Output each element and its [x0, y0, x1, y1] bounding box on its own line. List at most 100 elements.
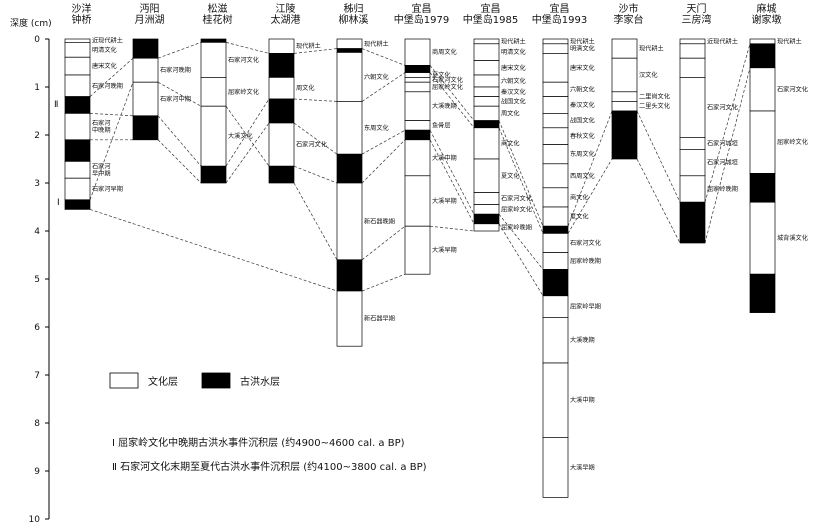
culture-layer	[132, 57, 159, 83]
axis-tick-label: 1	[34, 83, 40, 93]
culture-layer	[542, 53, 569, 83]
layer-label: 石家河城垣	[707, 139, 738, 147]
flood-layer	[611, 110, 638, 160]
culture-layer	[473, 38, 500, 45]
layer-label: 石家河早期	[92, 185, 123, 193]
site-name: 宜昌	[550, 2, 570, 15]
flood-layer	[749, 43, 776, 69]
correlation-line	[89, 82, 134, 200]
layer-label: 中晚期	[92, 126, 111, 134]
note-I: Ⅰ 屈家岭文化中晚期古洪水事件沉积层 (约4900~4600 cal. a BP…	[112, 436, 405, 449]
correlation-line	[89, 209, 338, 292]
correlation-line	[429, 139, 475, 224]
layer-label: 屈家岭晚期	[570, 257, 601, 265]
culture-layer	[679, 175, 706, 203]
correlation-line	[429, 72, 475, 129]
legend-flood-label: 古洪水层	[240, 375, 280, 388]
site-name: 宜昌	[481, 2, 501, 15]
layer-label: 近现代耕土	[92, 37, 123, 45]
flood-layer	[679, 201, 706, 244]
culture-layer	[473, 105, 500, 121]
culture-layer	[473, 204, 500, 215]
flood-layer	[64, 139, 91, 162]
layer-label: 石家河文化	[707, 103, 738, 111]
correlation-line	[293, 98, 338, 102]
correlation-line	[361, 48, 406, 66]
layer-label: 东周文化	[570, 150, 595, 158]
layer-label: 城背溪文化	[777, 234, 808, 242]
culture-layer	[749, 201, 776, 275]
layer-label: 战国文化	[501, 97, 526, 105]
site-name: 沙市	[619, 2, 639, 15]
culture-layer	[132, 81, 159, 117]
site-name: 谢家墩	[752, 13, 782, 26]
flood-layer	[132, 115, 159, 141]
culture-layer	[404, 120, 431, 131]
flood-layer	[749, 173, 776, 203]
layer-label: 商周文化	[432, 48, 457, 56]
layer-label: 六朝文化	[364, 73, 389, 81]
layer-label: 商文化	[501, 139, 520, 147]
culture-layer	[542, 144, 569, 165]
layer-label: 石家河晚期	[160, 66, 191, 74]
layer-label: 大溪文化	[228, 132, 253, 140]
culture-layer	[542, 437, 569, 498]
culture-layer	[473, 43, 500, 61]
site-name: 中堡岛1993	[532, 13, 587, 26]
culture-layer	[679, 137, 706, 150]
site-name: 李家台	[614, 13, 644, 26]
layer-label: 石家河中期	[160, 95, 191, 103]
layer-label: 六朝文化	[501, 77, 526, 85]
site-name: 太湖港	[271, 13, 301, 26]
layer-label: 大溪中期	[570, 396, 595, 404]
culture-layer	[200, 105, 227, 167]
site-name: 江陵	[276, 3, 296, 15]
axis-tick-label: 9	[34, 467, 40, 477]
layer-label: 石家河	[92, 162, 111, 170]
layer-label: 唐宋文化	[570, 64, 595, 72]
layer-label: 石家河城垣	[707, 159, 738, 167]
culture-layer	[473, 158, 500, 193]
culture-layer	[473, 223, 500, 232]
culture-layer	[336, 101, 363, 155]
layer-label: 秦汉文化	[570, 101, 595, 109]
layer-label: 战国文化	[570, 117, 595, 125]
flood-layer	[200, 165, 227, 184]
correlation-line	[429, 130, 475, 215]
layer-label: 夏文化	[432, 71, 451, 79]
axis-tick-label: 6	[34, 323, 40, 333]
flood-layer	[336, 153, 363, 184]
correlation-line	[157, 81, 202, 107]
culture-layer	[404, 72, 431, 78]
correlation-line	[157, 139, 202, 184]
culture-layer	[404, 225, 431, 275]
layer-label: 屈家岭文化	[228, 88, 259, 96]
layer-label: 东周文化	[364, 124, 389, 132]
site-name: 中堡岛1985	[463, 13, 518, 26]
flood-layer	[473, 120, 500, 129]
notes: Ⅰ 屈家岭文化中晚期古洪水事件沉积层 (约4900~4600 cal. a BP…	[112, 436, 427, 473]
layer-label: 大溪晚期	[570, 336, 595, 344]
correlation-line	[293, 122, 338, 155]
correlation-line	[225, 105, 270, 167]
culture-layer	[268, 122, 295, 167]
layer-label: 周文化	[501, 109, 520, 117]
correlation-line	[293, 182, 338, 260]
culture-layer	[542, 163, 569, 189]
layer-label: 鱼骨层	[432, 121, 451, 129]
side-mark-II: Ⅱ	[54, 100, 58, 110]
layer-label: 现代耕土	[777, 37, 802, 45]
culture-layer	[542, 187, 569, 208]
site-name: 月洲湖	[135, 14, 165, 26]
flood-layer	[473, 213, 500, 225]
layer-label: 石家河文化	[432, 76, 463, 84]
culture-layer	[611, 57, 638, 93]
culture-layer	[473, 74, 500, 88]
layer-label: 石家河文化	[777, 85, 808, 93]
site-name: 桂花树	[203, 13, 233, 26]
culture-layer	[473, 96, 500, 107]
flood-layer	[268, 53, 295, 78]
